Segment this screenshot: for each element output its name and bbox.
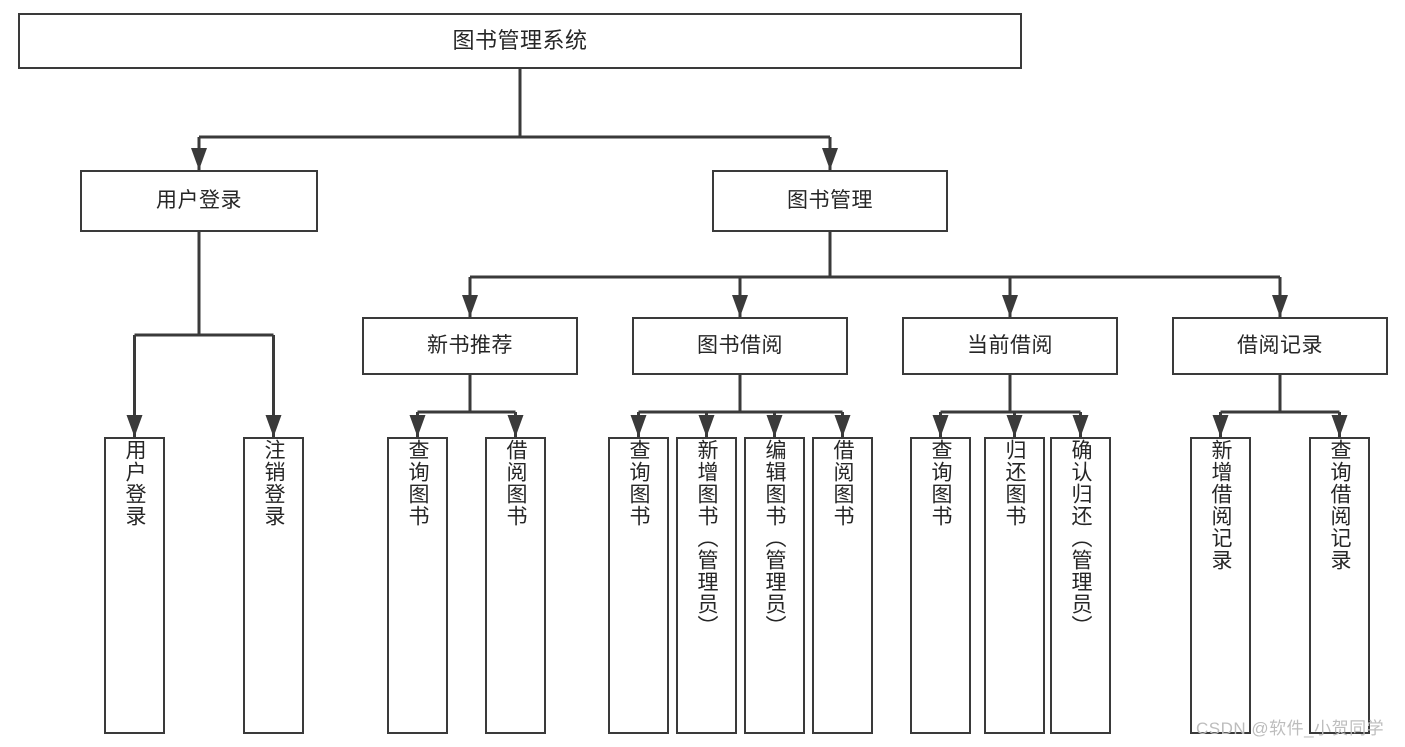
node-label-leaf-borrow-add: 新增图书（管理员） xyxy=(695,439,718,637)
node-current-borrow[interactable]: 当前借阅 xyxy=(902,317,1118,375)
node-label-leaf-cur-confirm: 确认归还（管理员） xyxy=(1069,439,1092,637)
node-leaf-user-logout[interactable]: 注销登录 xyxy=(243,437,304,734)
node-leaf-borrow-add[interactable]: 新增图书（管理员） xyxy=(676,437,737,734)
node-label-leaf-cur-query: 查询图书 xyxy=(929,439,952,527)
node-borrow-record[interactable]: 借阅记录 xyxy=(1172,317,1388,375)
node-label-leaf-borrow-query: 查询图书 xyxy=(627,439,650,527)
node-book-manage[interactable]: 图书管理 xyxy=(712,170,948,232)
node-leaf-cur-confirm[interactable]: 确认归还（管理员） xyxy=(1050,437,1111,734)
node-leaf-rec-add[interactable]: 新增借阅记录 xyxy=(1190,437,1251,734)
node-label-borrow-record: 借阅记录 xyxy=(1237,333,1323,357)
node-leaf-cur-query[interactable]: 查询图书 xyxy=(910,437,971,734)
node-label-book-borrow: 图书借阅 xyxy=(697,333,783,357)
node-label-leaf-rec-query: 查询图书 xyxy=(406,439,429,527)
node-leaf-rec-search[interactable]: 查询借阅记录 xyxy=(1309,437,1370,734)
node-label-leaf-rec-borrow: 借阅图书 xyxy=(504,439,527,527)
node-leaf-rec-query[interactable]: 查询图书 xyxy=(387,437,448,734)
node-book-borrow[interactable]: 图书借阅 xyxy=(632,317,848,375)
node-new-book-rec[interactable]: 新书推荐 xyxy=(362,317,578,375)
node-leaf-borrow-edit[interactable]: 编辑图书（管理员） xyxy=(744,437,805,734)
node-label-leaf-user-logout: 注销登录 xyxy=(262,439,285,527)
node-label-book-manage: 图书管理 xyxy=(787,188,873,212)
node-label-leaf-rec-search: 查询借阅记录 xyxy=(1328,439,1351,571)
node-label-user-login: 用户登录 xyxy=(156,188,242,212)
node-label-leaf-borrow-lend: 借阅图书 xyxy=(831,439,854,527)
watermark-label: CSDN @软件_小贺同学 xyxy=(1196,719,1385,738)
node-label-current-borrow: 当前借阅 xyxy=(967,333,1053,357)
node-root[interactable]: 图书管理系统 xyxy=(18,13,1022,69)
node-label-leaf-user-login: 用户登录 xyxy=(123,439,146,527)
node-label-new-book-rec: 新书推荐 xyxy=(427,333,513,357)
node-label-leaf-rec-add: 新增借阅记录 xyxy=(1209,439,1232,571)
node-label-leaf-cur-return: 归还图书 xyxy=(1003,439,1026,527)
node-leaf-cur-return[interactable]: 归还图书 xyxy=(984,437,1045,734)
node-leaf-rec-borrow[interactable]: 借阅图书 xyxy=(485,437,546,734)
node-user-login[interactable]: 用户登录 xyxy=(80,170,318,232)
node-label-leaf-borrow-edit: 编辑图书（管理员） xyxy=(763,439,786,637)
node-leaf-user-login[interactable]: 用户登录 xyxy=(104,437,165,734)
node-label-root: 图书管理系统 xyxy=(452,28,588,54)
node-leaf-borrow-lend[interactable]: 借阅图书 xyxy=(812,437,873,734)
node-leaf-borrow-query[interactable]: 查询图书 xyxy=(608,437,669,734)
